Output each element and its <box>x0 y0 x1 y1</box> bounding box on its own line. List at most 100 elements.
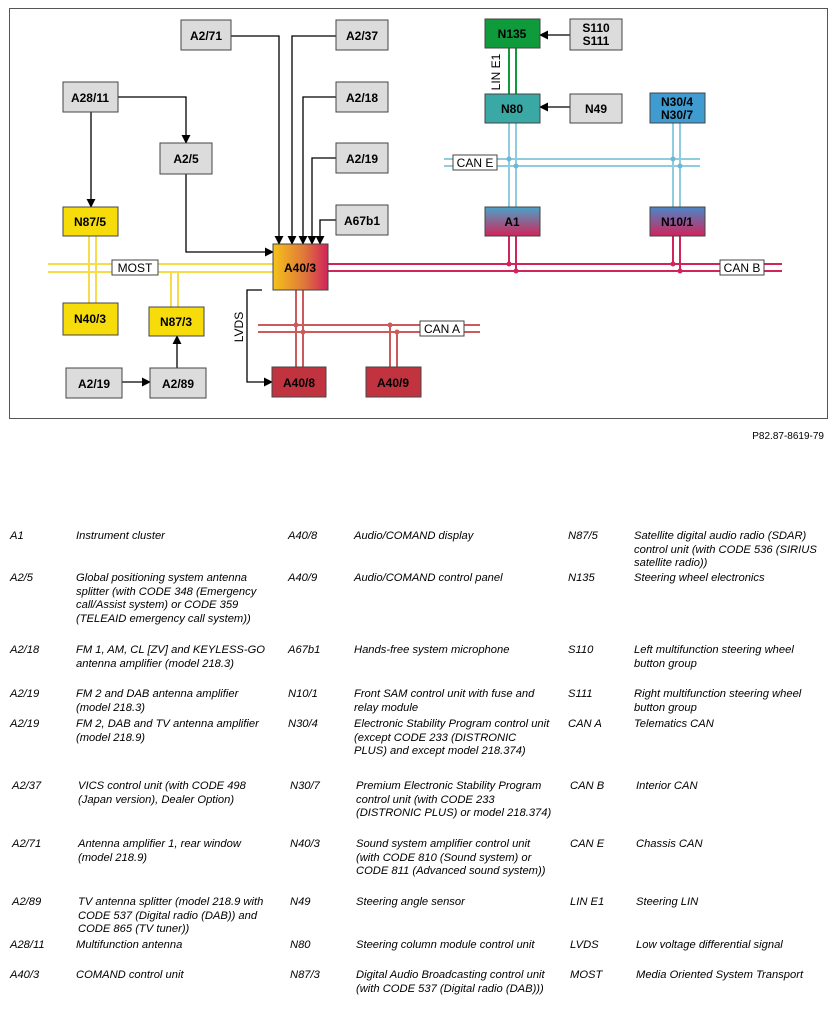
box-a28-11: A28/11 <box>62 81 119 113</box>
legend-code: MOST <box>570 969 603 981</box>
can-e-label: CAN E <box>452 154 498 171</box>
box-label: A2/19 <box>346 152 378 166</box>
box-n40-3: N40/3 <box>62 302 119 336</box>
box-n10-1: N10/1 <box>649 206 706 237</box>
most-bus <box>48 236 273 307</box>
legend-description: Steering column module control unit <box>356 939 535 951</box>
most-label: MOST <box>111 259 159 276</box>
box-label: A2/5 <box>173 152 199 166</box>
legend-description: Left multifunction steering wheel button… <box>634 644 794 670</box>
network-diagram: A2/71 A2/37 A2/18 A2/19 A67b1 A28/11 A2/… <box>9 8 828 419</box>
legend-code: CAN A <box>568 718 602 730</box>
box-label: A28/11 <box>71 91 109 105</box>
box-label: A2/71 <box>190 29 222 43</box>
legend-code: A67b1 <box>288 644 321 656</box>
box-a2-18: A2/18 <box>335 81 389 113</box>
box-label: N80 <box>501 102 523 116</box>
box-a2-5: A2/5 <box>159 142 213 175</box>
legend-code: N10/1 <box>288 688 318 700</box>
legend-description: Front SAM control unit with fuse and rel… <box>354 688 535 714</box>
box-label: N49 <box>585 102 607 116</box>
legend-code: N40/3 <box>290 838 320 850</box>
legend-description: Steering angle sensor <box>356 896 465 908</box>
box-n30: N30/4 N30/7 <box>649 92 706 124</box>
box-label: A40/9 <box>377 376 409 390</box>
legend-code: A2/18 <box>10 644 40 656</box>
connection-arrows <box>86 30 570 387</box>
lvds-label: LVDS <box>232 312 246 342</box>
box-label: N40/3 <box>74 312 106 326</box>
legend-description: Instrument cluster <box>76 530 165 542</box>
legend-code: A2/19 <box>10 688 40 700</box>
box-label: A1 <box>504 215 520 229</box>
box-n80: N80 <box>484 93 541 124</box>
box-a40-8: A40/8 <box>271 366 327 398</box>
legend-code: CAN B <box>570 780 605 792</box>
legend-description: Steering wheel electronics <box>634 572 765 584</box>
box-label-line2: S111 <box>583 34 610 48</box>
box-label-line1: N30/4 <box>661 95 693 109</box>
legend-code: A40/3 <box>10 969 40 981</box>
legend-code: A2/5 <box>10 572 34 584</box>
legend-description: Low voltage differential signal <box>636 939 783 951</box>
legend-code: N135 <box>568 572 595 584</box>
box-s110-s111: S110 S111 <box>569 18 623 51</box>
legend-code: A28/11 <box>10 939 45 951</box>
box-a40-3: A40/3 <box>272 243 329 291</box>
legend-code: LVDS <box>570 939 599 951</box>
can-b-label: CAN B <box>719 259 765 276</box>
legend-code: A2/71 <box>12 838 42 850</box>
legend-description: Right multifunction steering wheel butto… <box>634 688 802 714</box>
box-label-line2: N30/7 <box>661 108 693 122</box>
svg-text:CAN A: CAN A <box>424 322 460 336</box>
legend-description: Media Oriented System Transport <box>636 969 804 981</box>
legend-description: Premium Electronic Stability Program con… <box>356 780 552 819</box>
legend-description: Digital Audio Broadcasting control unit … <box>356 969 545 995</box>
box-label: A2/89 <box>162 377 194 391</box>
legend-code: A2/19 <box>10 718 40 730</box>
legend-description: Sound system amplifier control unit (wit… <box>356 838 546 877</box>
box-label: A67b1 <box>344 214 380 228</box>
legend-description: Satellite digital audio radio (SDAR) con… <box>634 530 817 569</box>
legend-code: A1 <box>10 530 24 542</box>
box-label: N87/5 <box>74 215 106 229</box>
legend-code: A40/8 <box>288 530 318 542</box>
svg-text:MOST: MOST <box>118 261 153 275</box>
box-a40-9: A40/9 <box>365 366 422 398</box>
legend-code: N87/5 <box>568 530 598 542</box>
box-label: A40/3 <box>284 261 316 275</box>
box-label: A40/8 <box>283 376 315 390</box>
legend-description: Steering LIN <box>636 896 699 908</box>
legend-description: FM 2, DAB and TV antenna amplifier (mode… <box>76 718 259 744</box>
lin-label: LIN E1 <box>489 53 503 90</box>
legend-code: CAN E <box>570 838 605 850</box>
lin-bus <box>508 48 517 94</box>
legend-code: S111 <box>568 688 593 700</box>
legend-description: Telematics CAN <box>634 718 714 730</box>
legend-code: N87/3 <box>290 969 320 981</box>
box-n87-5: N87/5 <box>62 206 119 237</box>
legend-description: Interior CAN <box>636 780 698 792</box>
legend-code: A2/89 <box>12 896 42 908</box>
legend-code: LIN E1 <box>570 896 605 908</box>
can-a-label: CAN A <box>419 320 465 337</box>
legend-code: N80 <box>290 939 311 951</box>
legend-description: VICS control unit (with CODE 498 (Japan … <box>78 780 246 806</box>
legend-description: Antenna amplifier 1, rear window (model … <box>78 838 241 864</box>
box-n135: N135 <box>484 18 541 49</box>
box-a67b1: A67b1 <box>335 204 389 236</box>
legend-code: N30/7 <box>290 780 320 792</box>
legend-description: FM 1, AM, CL [ZV] and KEYLESS-GO antenna… <box>76 644 266 670</box>
legend-description: Audio/COMAND control panel <box>354 572 503 584</box>
box-label: N10/1 <box>661 215 693 229</box>
legend-description: Multifunction antenna <box>76 939 183 951</box>
box-a2-19-bottom: A2/19 <box>65 367 123 399</box>
svg-text:CAN E: CAN E <box>457 156 494 170</box>
box-n87-3: N87/3 <box>148 306 205 337</box>
legend-description: Electronic Stability Program control uni… <box>354 718 550 757</box>
box-a2-89: A2/89 <box>149 367 207 399</box>
box-a2-37: A2/37 <box>335 19 389 51</box>
legend-code: N30/4 <box>288 718 318 730</box>
legend-code: A40/9 <box>288 572 318 584</box>
legend-description: TV antenna splitter (model 218.9 with CO… <box>78 896 264 935</box>
